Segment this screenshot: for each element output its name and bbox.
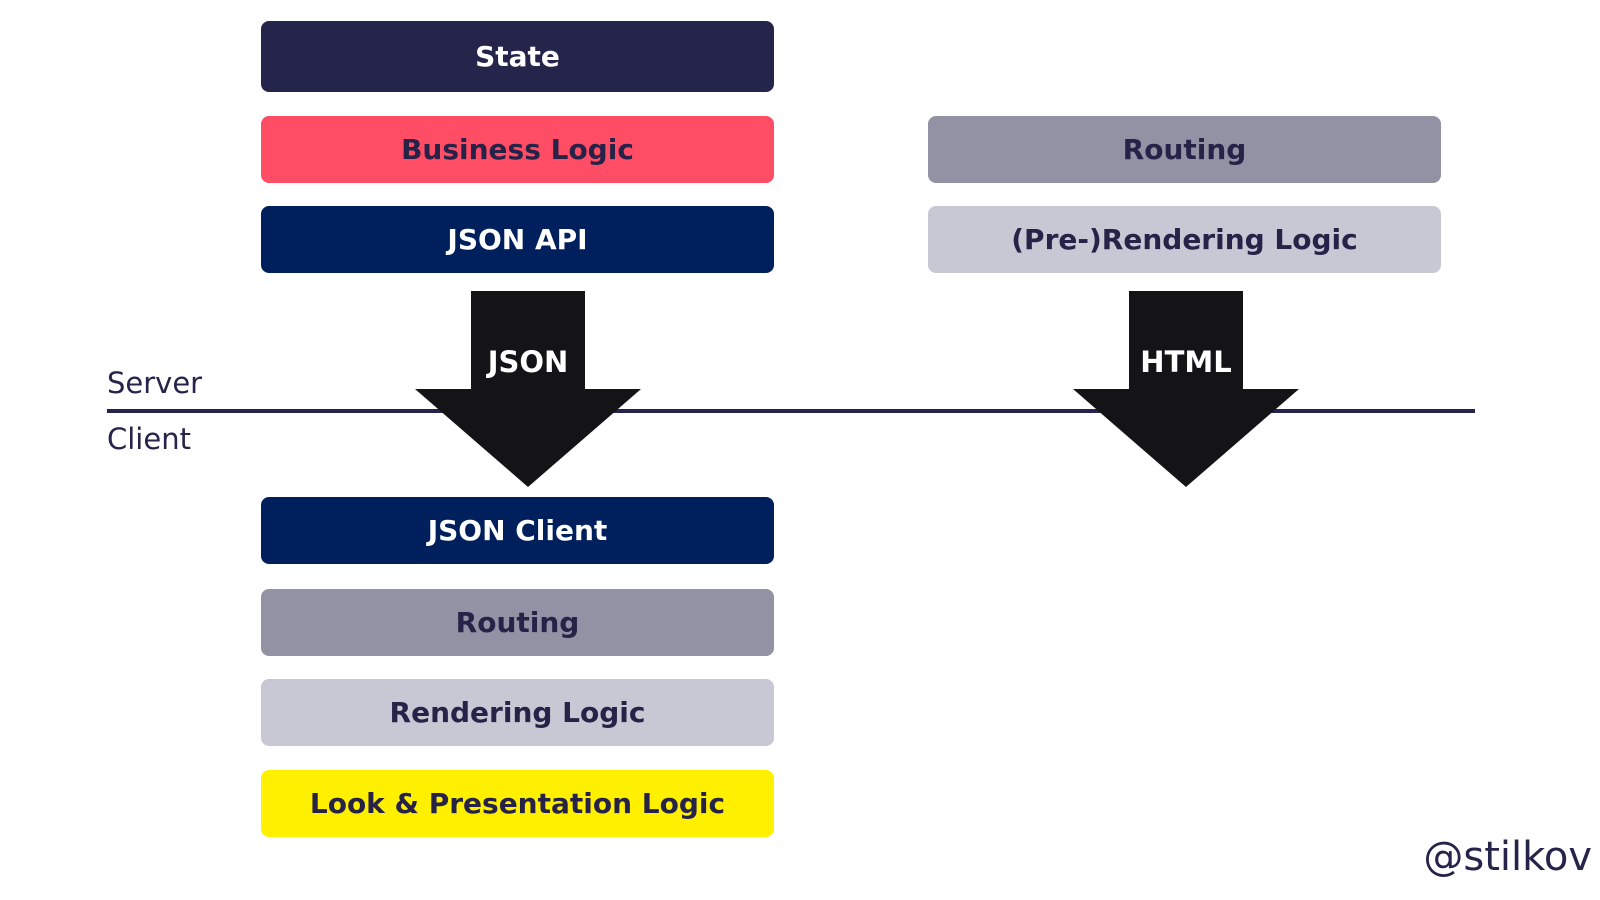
look-presentation-logic-box: Look & Presentation Logic — [261, 770, 774, 837]
server-client-divider — [107, 409, 1475, 413]
json-arrow: JSON — [415, 291, 641, 487]
json-api-box: JSON API — [261, 206, 774, 273]
server-routing-box: Routing — [928, 116, 1441, 183]
prerendering-logic-label: (Pre-)Rendering Logic — [1011, 223, 1358, 256]
down-arrow-icon — [415, 291, 641, 487]
rendering-logic-label: Rendering Logic — [389, 696, 646, 729]
state-label: State — [475, 40, 560, 73]
client-routing-box: Routing — [261, 589, 774, 656]
prerendering-logic-box: (Pre-)Rendering Logic — [928, 206, 1441, 273]
author-handle: @stilkov — [1423, 834, 1592, 880]
json-arrow-label: JSON — [487, 345, 569, 379]
server-routing-label: Routing — [1122, 133, 1247, 166]
look-presentation-logic-label: Look & Presentation Logic — [309, 787, 726, 820]
business-logic-label: Business Logic — [401, 133, 634, 166]
client-label: Client — [107, 422, 191, 456]
json-client-label: JSON Client — [427, 514, 608, 547]
html-arrow-label: HTML — [1140, 345, 1232, 379]
html-arrow: HTML — [1073, 291, 1299, 487]
json-client-box: JSON Client — [261, 497, 774, 564]
server-label: Server — [107, 366, 203, 400]
json-api-label: JSON API — [447, 223, 588, 256]
business-logic-box: Business Logic — [261, 116, 774, 183]
rendering-logic-box: Rendering Logic — [261, 679, 774, 746]
client-routing-label: Routing — [455, 606, 580, 639]
state-box: State — [261, 21, 774, 92]
down-arrow-icon — [1073, 291, 1299, 487]
